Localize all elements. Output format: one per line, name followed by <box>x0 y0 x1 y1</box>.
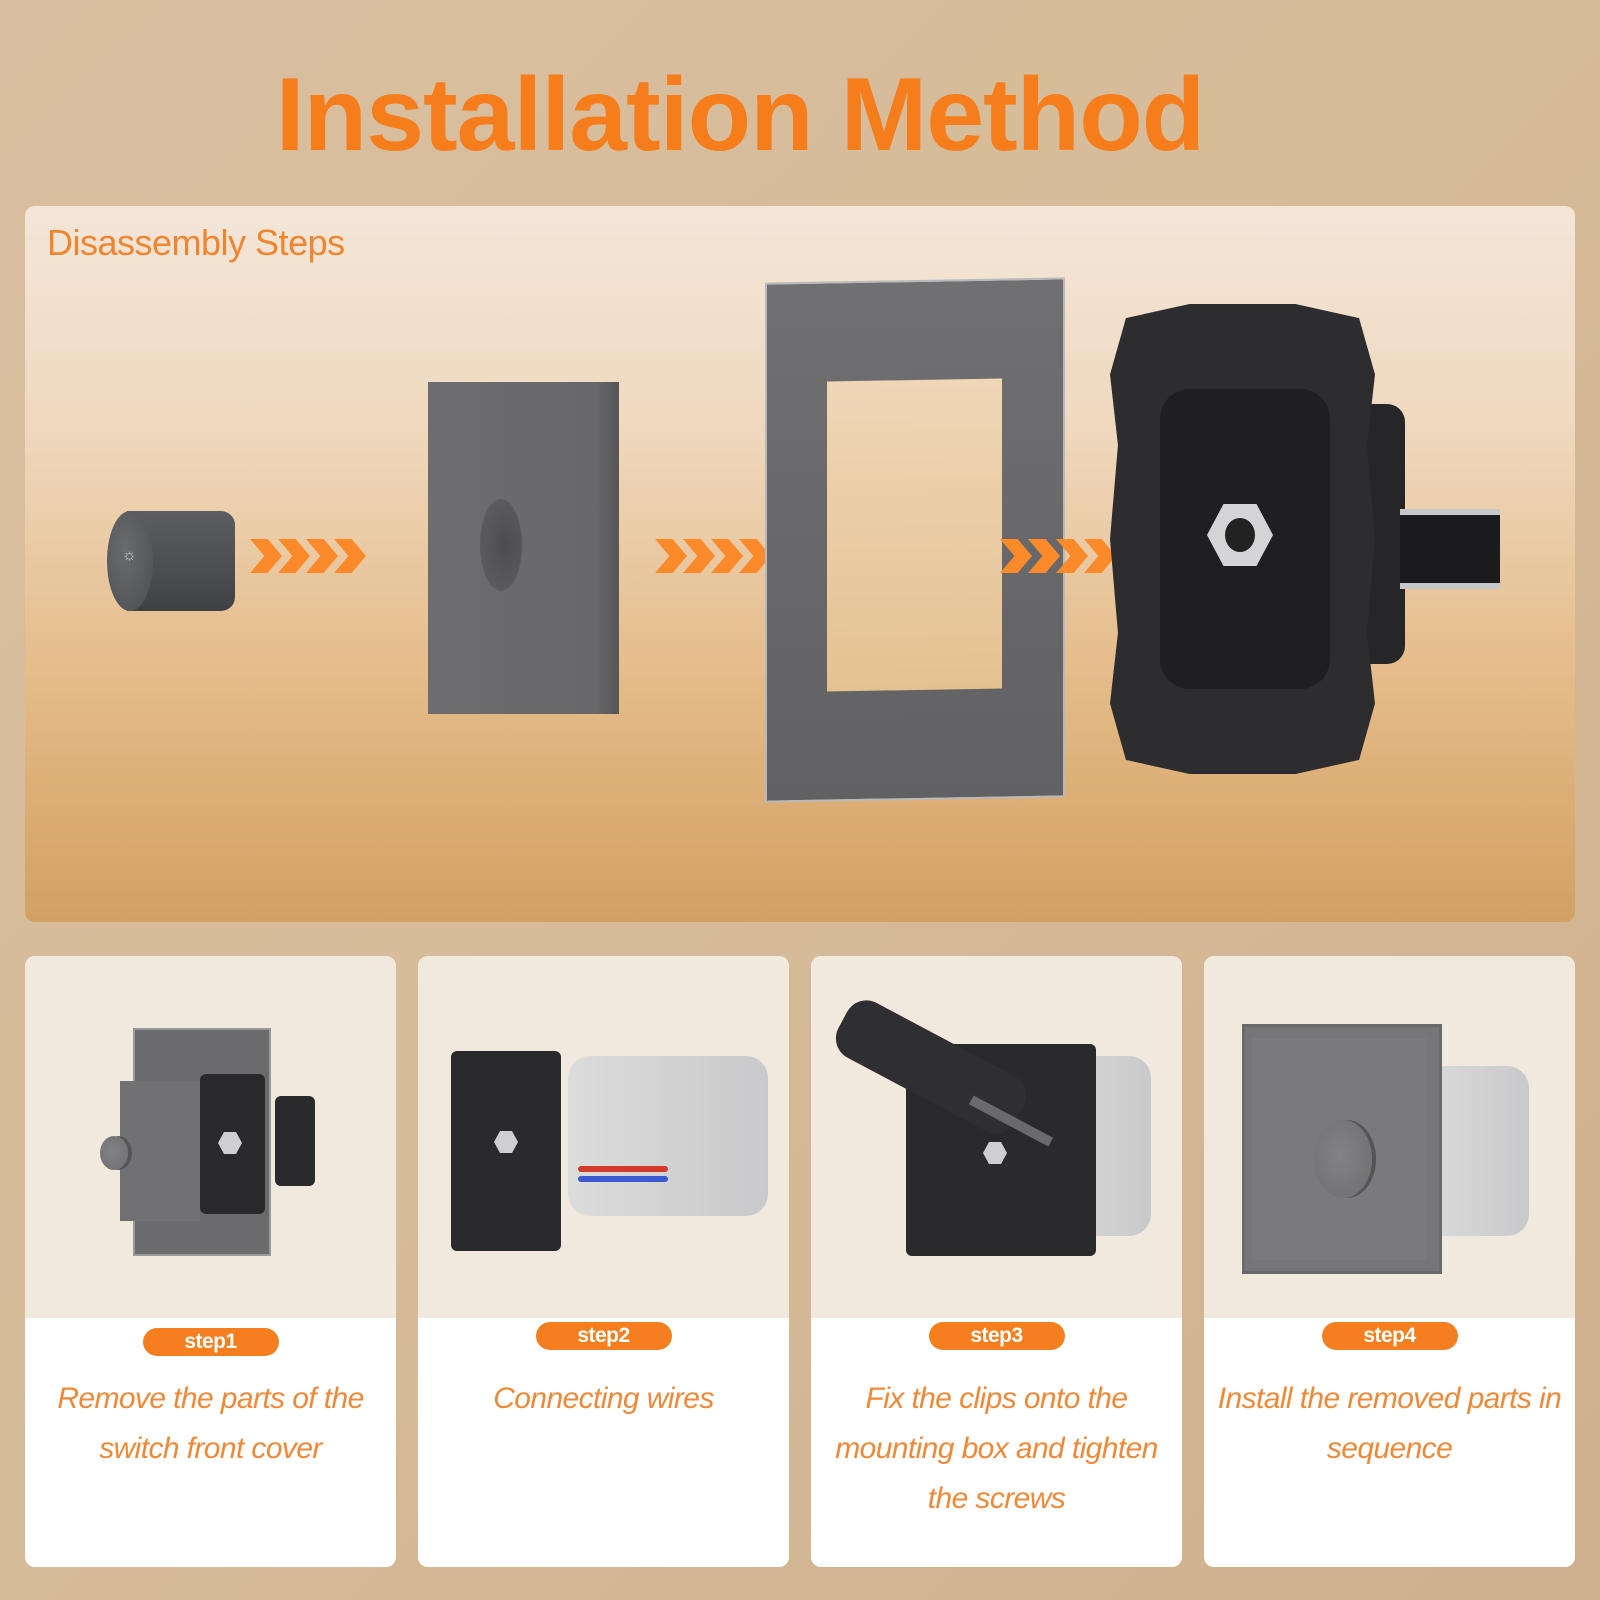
arrow-2-icon <box>655 536 771 576</box>
knob-part-image: ☼ <box>107 511 235 611</box>
step1-description: Remove the parts of the switch front cov… <box>57 1382 364 1465</box>
step1-image <box>25 956 396 1318</box>
step3-image <box>811 956 1182 1318</box>
red-wire <box>578 1166 668 1172</box>
knob-face: ☼ <box>107 511 153 611</box>
step2-description: Connecting wires <box>493 1382 714 1415</box>
disassembly-panel: Disassembly Steps ☼ <box>25 206 1575 922</box>
switch-mechanism-image <box>1110 304 1500 784</box>
knob-icon <box>100 1136 128 1170</box>
step3-badge: step3 <box>928 1322 1065 1350</box>
front-cover-plate-image <box>428 382 613 714</box>
step4-description: Install the removed parts in sequence <box>1217 1382 1562 1465</box>
step-card-4: step4 Install the removed parts in seque… <box>1204 956 1575 1567</box>
step-card-3: step3 Fix the clips onto the mounting bo… <box>811 956 1182 1567</box>
step4-badge: step4 <box>1321 1322 1458 1350</box>
step1-badge: step1 <box>142 1328 279 1356</box>
step2-badge: step2 <box>535 1322 672 1350</box>
step-cards: step1 Remove the parts of the switch fro… <box>25 956 1575 1567</box>
page-title: Installation Method <box>275 57 1206 173</box>
arrow-1-icon <box>250 536 366 576</box>
light-bulb-icon: ☼ <box>122 547 137 564</box>
disassembly-steps-label: Disassembly Steps <box>47 222 345 263</box>
step3-description: Fix the clips onto the mounting box and … <box>835 1382 1158 1515</box>
terminal-block <box>1400 509 1500 589</box>
knob-hole <box>480 499 522 591</box>
frame-window <box>827 378 1002 692</box>
mounting-box <box>568 1056 768 1216</box>
step2-image <box>418 956 789 1318</box>
step4-image <box>1204 956 1575 1318</box>
step-card-2: step2 Connecting wires <box>418 956 789 1567</box>
step-card-1: step1 Remove the parts of the switch fro… <box>25 956 396 1567</box>
arrow-3-icon <box>1000 536 1116 576</box>
knob-icon <box>1314 1120 1372 1198</box>
blue-wire <box>578 1176 668 1182</box>
